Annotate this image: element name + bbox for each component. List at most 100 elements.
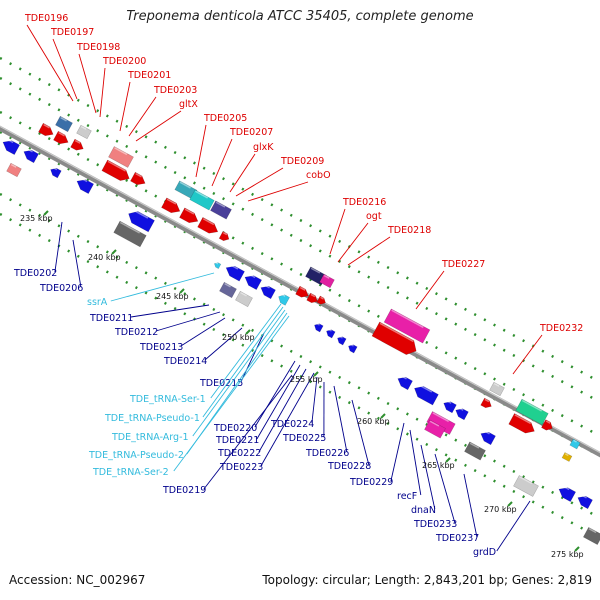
gene-mark-52 [424, 419, 446, 439]
gene-mark-27 [569, 438, 581, 450]
gene-mark-40 [260, 283, 276, 300]
gene-mark-4 [76, 124, 92, 140]
gene-mark-28-gloss [564, 453, 569, 457]
gene-mark-31-gloss [10, 163, 17, 168]
gene-mark-41-gloss [280, 293, 286, 297]
gene-label-tde0198: TDE0198 [76, 42, 120, 53]
gene-mark-21 [371, 321, 417, 355]
gene-mark-58-shape [583, 527, 600, 545]
gene-mark-5-gloss [114, 147, 128, 156]
guide-line-0 [0, 76, 600, 404]
gene-mark-7-shape [130, 171, 146, 185]
gene-mark-25 [508, 413, 535, 434]
gene-mark-47 [348, 343, 358, 354]
leader-line-gltx [135, 110, 182, 142]
gene-mark-43-shape [235, 290, 253, 308]
gene-mark-20-shape [383, 308, 431, 344]
leader-line-tde0232 [512, 334, 543, 375]
gene-mark-11 [161, 197, 181, 214]
gene-label-tde0209: TDE0209 [280, 156, 324, 167]
gene-mark-49-shape [414, 386, 439, 406]
gene-mark-45-gloss [328, 328, 332, 332]
gene-mark-2-gloss [74, 139, 81, 144]
gene-mark-10 [210, 200, 232, 220]
gene-mark-43-gloss [240, 291, 247, 297]
gene-mark-16 [319, 273, 335, 289]
gene-mark-45-shape [326, 329, 336, 339]
tick-mark-2 [179, 288, 185, 294]
gene-label-tde-trna-pseudo-2: TDE_tRNA-Pseudo-2 [88, 450, 184, 461]
gene-label-tde0222: TDE0222 [217, 448, 261, 459]
gene-mark-13 [197, 217, 219, 234]
gene-mark-47-gloss [350, 343, 354, 347]
leader-line-tde0196 [26, 24, 74, 102]
tick-mark-5 [380, 413, 386, 419]
gene-label-grdd: grdD [473, 547, 496, 558]
gene-mark-42-gloss [224, 282, 231, 288]
gene-label-tde0201: TDE0201 [127, 70, 171, 81]
gene-label-recf: recF [397, 491, 417, 502]
leader-line-tde0201 [119, 81, 131, 132]
gene-mark-36-gloss [119, 221, 141, 234]
gene-label-tde0216: TDE0216 [342, 197, 386, 208]
gene-label-tde0219: TDE0219 [162, 485, 206, 496]
leader-line-tde0200 [99, 67, 106, 118]
gene-mark-48 [397, 374, 413, 391]
leader-line-tde0233 [434, 453, 456, 524]
gene-label-gltx: gltX [179, 99, 198, 110]
leader-line-tde0197 [52, 38, 78, 100]
tick-mark-4 [313, 371, 319, 377]
gene-mark-26-shape [541, 419, 553, 431]
gene-mark-56 [558, 485, 576, 502]
leader-line-tde0202 [54, 221, 63, 273]
gene-mark-36-shape [113, 220, 147, 248]
gene-mark-54 [464, 441, 486, 461]
gene-mark-10-gloss [215, 201, 226, 208]
gene-mark-17-gloss [299, 286, 306, 291]
gene-mark-22 [489, 381, 505, 397]
gene-mark-35-gloss [131, 208, 149, 219]
tick-mark-7 [507, 501, 513, 507]
guide-line-1 [0, 56, 600, 384]
gene-mark-49 [414, 383, 439, 406]
gene-label-tde0205: TDE0205 [203, 113, 247, 124]
gene-mark-50-gloss [445, 399, 452, 404]
gene-mark-38-shape [225, 265, 245, 282]
gene-mark-33-shape [50, 167, 62, 179]
leader-line-dnan [420, 444, 436, 510]
leader-line-tde0213 [180, 317, 226, 347]
leader-line-tde0227 [415, 270, 445, 310]
gene-mark-31 [6, 162, 22, 178]
gene-mark-40-shape [260, 286, 276, 300]
gene-mark-38 [225, 263, 245, 282]
gene-mark-3 [55, 115, 73, 133]
gene-mark-19-shape [316, 295, 326, 305]
tick-mark-0 [43, 210, 49, 216]
leader-line-tde0222 [258, 368, 307, 453]
gene-mark-34-gloss [79, 177, 88, 183]
leader-line-tde0228 [351, 399, 370, 466]
gene-label-tde0214: TDE0214 [163, 356, 207, 367]
tick-mark-8 [574, 546, 580, 552]
gene-label-tde-trna-arg-1: TDE_tRNA-Arg-1 [111, 432, 189, 443]
gene-mark-31-shape [6, 162, 22, 178]
gene-mark-53-shape [480, 432, 496, 446]
gene-label-tde-trna-pseudo-1: TDE_tRNA-Pseudo-1 [104, 413, 200, 424]
gene-mark-18 [306, 292, 318, 304]
leader-line-tde0226 [333, 385, 348, 453]
gene-mark-43 [235, 290, 253, 308]
gene-mark-37 [214, 262, 222, 269]
gene-mark-20-gloss [391, 309, 424, 329]
gene-label-tde0218: TDE0218 [387, 225, 431, 236]
gene-label-tde0197: TDE0197 [50, 27, 94, 38]
gene-mark-52-shape [424, 419, 446, 439]
leader-line-ssra [110, 272, 215, 302]
gene-mark-1 [53, 130, 69, 144]
gene-label-tde0221: TDE0221 [215, 435, 259, 446]
gene-mark-1-gloss [58, 131, 65, 137]
gene-label-tde0200: TDE0200 [102, 56, 146, 67]
leader-line-tde0211 [130, 304, 210, 318]
leader-line-tde0216 [329, 208, 346, 255]
leader-line-tde0220 [254, 360, 296, 428]
